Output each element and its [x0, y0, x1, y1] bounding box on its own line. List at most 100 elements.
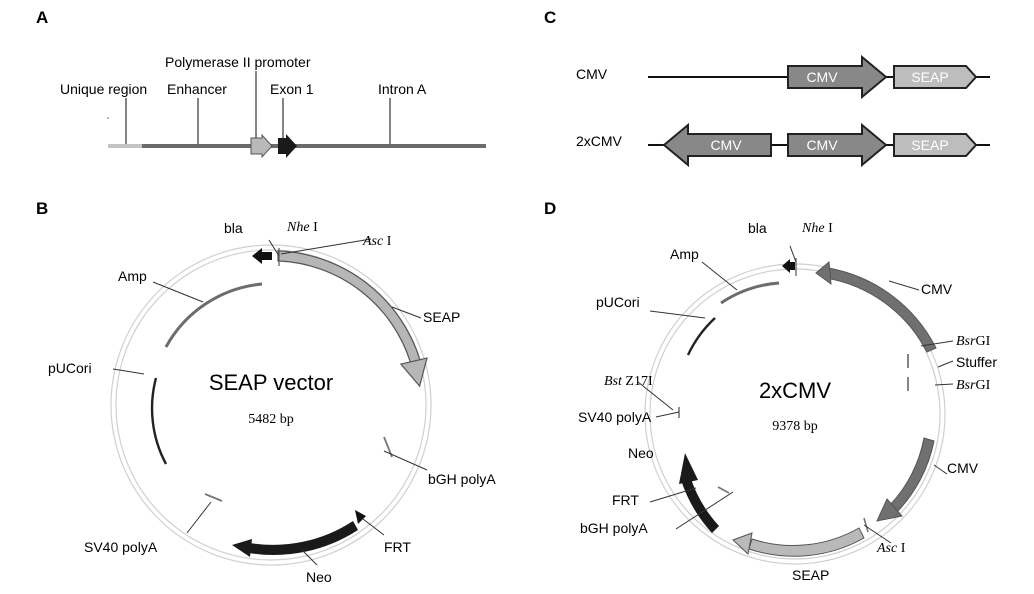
amp-feature [164, 282, 263, 348]
panel-c-constructs: CMV CMV SEAP 2xCMV CMV CMV SEAP [576, 54, 990, 168]
neo-arrowhead [232, 539, 252, 557]
plasmid-d-size: 9378 bp [772, 419, 818, 434]
label-nhe-italic: Nhe [801, 221, 825, 236]
neo-arrowhead [679, 453, 698, 484]
label-pucori: pUCori [48, 360, 92, 376]
2xcmv-row-seap-text: SEAP [911, 137, 948, 153]
cmv2-leader [933, 464, 948, 475]
amp-leader [152, 281, 204, 303]
bgh-leader [675, 491, 734, 530]
sv40-tick [204, 493, 223, 502]
seap-leader [391, 306, 422, 319]
enhancer-label: Enhancer [167, 81, 227, 97]
bsr1-leader [920, 340, 954, 347]
label-asc-italic: Asc [362, 234, 384, 249]
label-nhe: Nhe I [801, 221, 833, 236]
label-sv40: SV40 polyA [84, 539, 158, 555]
label-frt: FRT [384, 539, 411, 555]
label-cmv2: CMV [947, 460, 979, 476]
promoter-label: Polymerase II promoter [165, 54, 311, 70]
label-nhe-number: I [310, 220, 319, 235]
label-bla: bla [748, 220, 767, 236]
intron-label: Intron A [378, 81, 427, 97]
label-bst: Bst Z17I [604, 374, 653, 389]
2xcmv-row-cmv-arrow-forward [787, 122, 888, 168]
frt-leader [362, 518, 385, 536]
exon-arrow [278, 134, 297, 158]
panel-a-gene-map: Unique region Enhancer Polymerase II pro… [60, 54, 486, 159]
label-sv40: SV40 polyA [578, 409, 652, 425]
bgh-leader [383, 450, 428, 471]
2xcmv-row-cmv-text-1: CMV [710, 137, 742, 153]
sv40-leader [186, 501, 212, 534]
label-asc-number: I [383, 234, 392, 249]
label-amp: Amp [118, 268, 147, 284]
neo-feature [681, 476, 719, 533]
label-bsr1-italic: Bsr [956, 334, 976, 349]
cmv-row-cmv-text: CMV [806, 69, 838, 85]
bla-feature [252, 248, 272, 264]
cmv2-arrowhead [876, 498, 903, 522]
cmv-row-cmv-arrow [787, 54, 888, 100]
2xcmv-row-seap-arrow [893, 133, 978, 157]
label-stuffer: Stuffer [956, 354, 997, 370]
label-bst-number: Z17I [622, 374, 653, 389]
asc-leader [863, 524, 892, 544]
cmv1-leader [888, 280, 920, 291]
bst-leader [637, 381, 674, 411]
label-nhe-number: I [825, 221, 834, 236]
label-amp: Amp [670, 246, 699, 262]
cmv-row-seap-arrow [893, 65, 978, 89]
label-cmv1: CMV [921, 281, 953, 297]
amp-leader [701, 261, 738, 291]
label-asc: Asc I [362, 234, 392, 249]
seap-feature [277, 250, 421, 364]
neo-leader [300, 548, 318, 566]
label-bgh: bGH polyA [428, 471, 496, 487]
cmv1-arrowhead [815, 260, 832, 286]
panel-label-d: D [544, 199, 556, 218]
cmv-row-seap-text: SEAP [911, 69, 948, 85]
label-asc-italic: Asc [876, 541, 898, 556]
label-bgh: bGH polyA [580, 520, 648, 536]
asc-leader [280, 238, 372, 255]
cmv-row-label: CMV [576, 66, 608, 82]
sv40-leader [655, 411, 680, 418]
pucori-leader [112, 368, 145, 375]
promoter-arrow [250, 133, 273, 159]
pucori-feature [150, 377, 168, 465]
plasmid-ring-outer [110, 244, 432, 566]
panel-d-plasmid-map: 2xCMV 9378 bp bla Nhe I Amp CMV pUCori B… [578, 220, 997, 583]
panel-label-c: C [544, 8, 556, 27]
plasmid-b-size: 5482 bp [248, 412, 294, 427]
label-frt: FRT [612, 492, 639, 508]
neo-feature [249, 521, 358, 555]
pucori-feature [686, 317, 716, 356]
label-asc-number: I [897, 541, 906, 556]
label-nhe-italic: Nhe [286, 220, 310, 235]
label-seap: SEAP [792, 567, 829, 583]
2xcmv-row-cmv-arrow-reverse [662, 122, 772, 168]
pucori-leader [649, 310, 706, 319]
frt-feature [355, 510, 366, 524]
seap-arrowhead [399, 357, 428, 388]
bgh-tick [717, 486, 730, 494]
label-bsr2-italic: Bsr [956, 378, 976, 393]
plasmid-b-title: SEAP vector [209, 370, 333, 395]
seap-arrowhead [732, 532, 753, 555]
panel-b-plasmid-map: SEAP vector 5482 bp bla Nhe I Asc I Amp … [48, 220, 496, 585]
label-pucori: pUCori [596, 294, 640, 310]
stuffer-leader [937, 360, 954, 368]
label-neo: Neo [628, 445, 654, 461]
nhe-leader [268, 239, 280, 257]
label-bsr1-number: GI [975, 334, 990, 349]
label-neo: Neo [306, 569, 332, 585]
amp-feature [720, 281, 780, 305]
label-asc: Asc I [876, 541, 906, 556]
label-nhe: Nhe I [286, 220, 318, 235]
label-seap: SEAP [423, 309, 460, 325]
2xcmv-row-label: 2xCMV [576, 133, 623, 149]
2xcmv-row-cmv-text-2: CMV [806, 137, 838, 153]
seap-feature [748, 527, 865, 557]
